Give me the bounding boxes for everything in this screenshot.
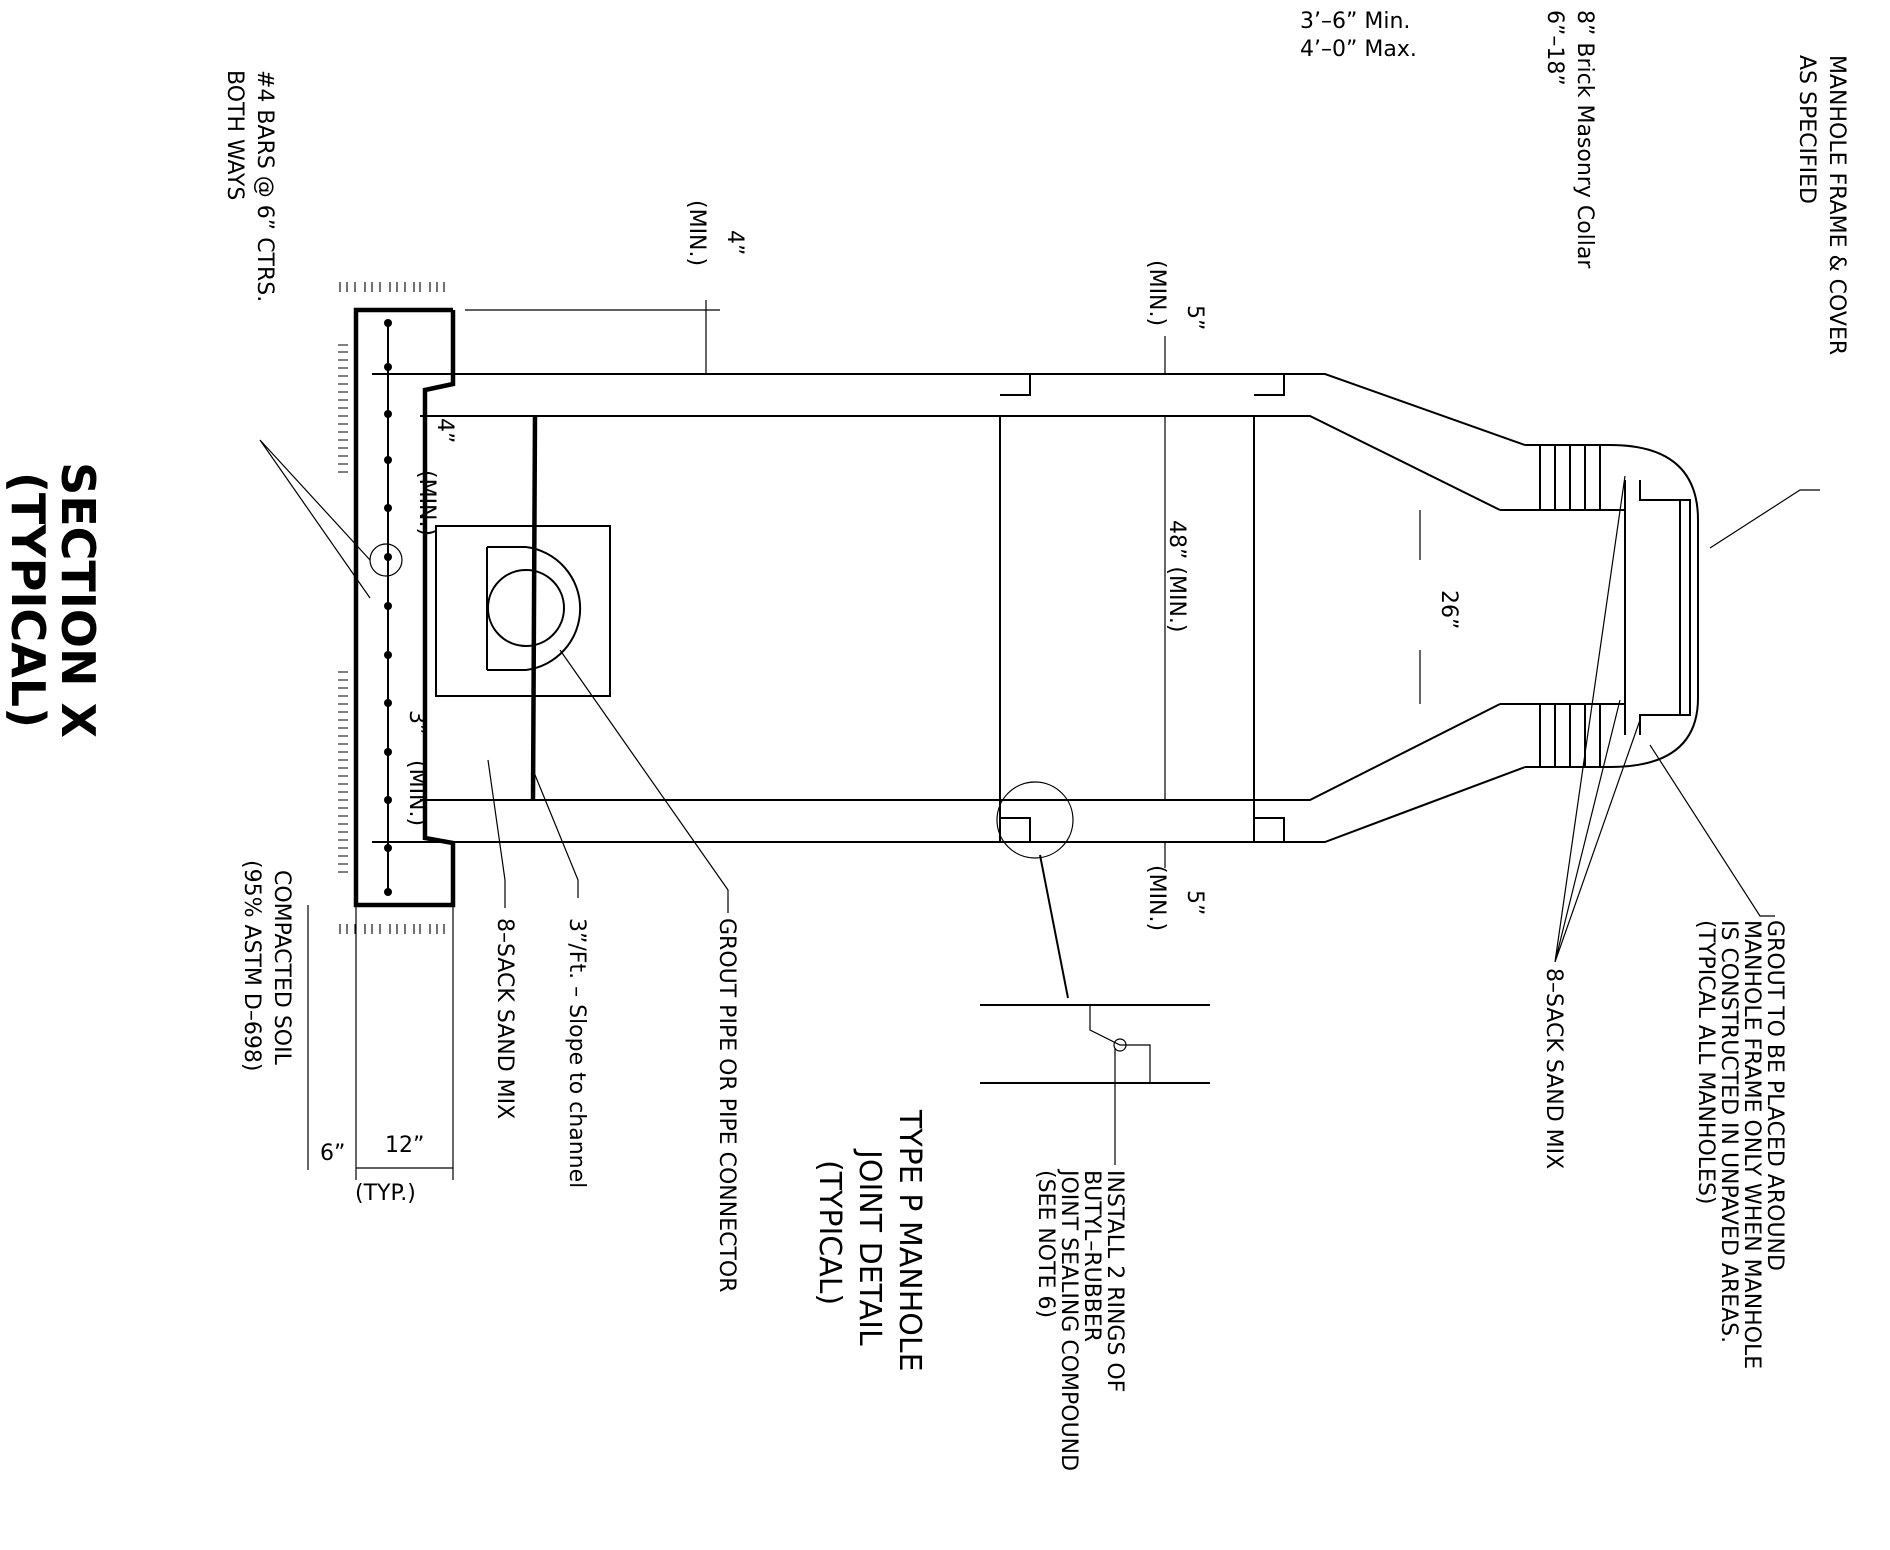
base-offset-1-note: (MIN.) xyxy=(414,470,439,536)
callout-joint-rings-2: BUTYL–RUBBER xyxy=(1079,1170,1104,1342)
footing-depth: 6” xyxy=(320,1141,345,1166)
callout-grout-pipe: GROUT PIPE OR PIPE CONNECTOR xyxy=(714,918,739,1293)
bars-label-1: #4 BARS @ 6” CTRS. xyxy=(252,70,277,302)
wall-bottom-note: (MIN.) xyxy=(1144,865,1169,931)
pipe-channel xyxy=(435,414,611,801)
inside-diameter: 48” (MIN.) xyxy=(1164,520,1189,632)
callout-grout-frame-3: IS CONSTRUCTED IN UNPAVED AREAS. xyxy=(1716,920,1741,1343)
wall-top-dim: 5” xyxy=(1182,305,1207,330)
top-dim-max: 4’–0” Max. xyxy=(1300,37,1417,62)
callout-joint-rings-3: JOINT SEALING COMPOUND xyxy=(1056,1168,1081,1471)
footing-width: 12” xyxy=(385,1133,424,1158)
section-subtitle: (TYPICAL) xyxy=(1,472,55,728)
joint-detail-subtitle: JOINT DETAIL xyxy=(852,1148,887,1346)
callout-slope: 3”/Ft. – Slope to channel xyxy=(564,918,589,1188)
wall-bottom-dim: 5” xyxy=(1182,890,1207,915)
section-title: SECTION X xyxy=(51,462,105,738)
brick-courses xyxy=(1539,445,1601,767)
joint-detail-title: TYPE P MANHOLE xyxy=(892,1109,927,1372)
base-offset-1: 4” xyxy=(432,418,457,443)
footing-note: (TYP.) xyxy=(355,1181,416,1206)
callout-grout-frame-4: (TYPICAL ALL MANHOLES) xyxy=(1693,920,1718,1205)
top-dim-min: 3’–6” Min. xyxy=(1300,9,1410,34)
rebar-dots xyxy=(384,319,392,896)
slab-top-dim: 4” xyxy=(722,230,747,255)
manhole-body xyxy=(372,373,1526,859)
slab-top-note: (MIN.) xyxy=(684,200,709,266)
joint-detail-note: (TYPICAL) xyxy=(812,1160,847,1305)
callout-grout-frame-1: GROUT TO BE PLACED AROUND xyxy=(1762,920,1787,1271)
callout-grout-frame-2: MANHOLE FRAME ONLY WHEN MANHOLE xyxy=(1739,920,1764,1369)
leaders-dims xyxy=(259,300,1820,1180)
soil-label-2: (95% ASTM D–698) xyxy=(239,860,264,1071)
wall-top-note: (MIN.) xyxy=(1144,260,1169,326)
callout-sand-mix-top: 8–SACK SAND MIX xyxy=(1541,968,1566,1169)
joint-detail xyxy=(980,854,1210,1084)
frame-label-1: MANHOLE FRAME & COVER xyxy=(1824,55,1849,355)
callout-joint-rings-4: (SEE NOTE 6) xyxy=(1033,1170,1058,1318)
collar-top: 8” Brick Masonry Collar xyxy=(1572,10,1597,269)
bars-label-2: BOTH WAYS xyxy=(222,70,247,200)
soil-label-1: COMPACTED SOIL xyxy=(269,870,294,1066)
frame-label-2: AS SPECIFIED xyxy=(1794,55,1819,204)
text-labels: SECTION X (TYPICAL) #4 BARS @ 6” CTRS. B… xyxy=(1,9,1849,1471)
opening-dim: 26” xyxy=(1436,590,1461,629)
frame-cover xyxy=(1500,444,1699,768)
base-offset-2: 3” xyxy=(404,710,429,735)
base-offset-2-note: (MIN.) xyxy=(404,760,429,826)
soil-hatching xyxy=(338,282,445,934)
callout-sand-mix-base: 8–SACK SAND MIX xyxy=(492,918,517,1119)
base-slab xyxy=(338,282,456,934)
callout-joint-rings-1: INSTALL 2 RINGS OF xyxy=(1102,1170,1127,1392)
collar-bottom: 6”–18” xyxy=(1542,10,1567,86)
